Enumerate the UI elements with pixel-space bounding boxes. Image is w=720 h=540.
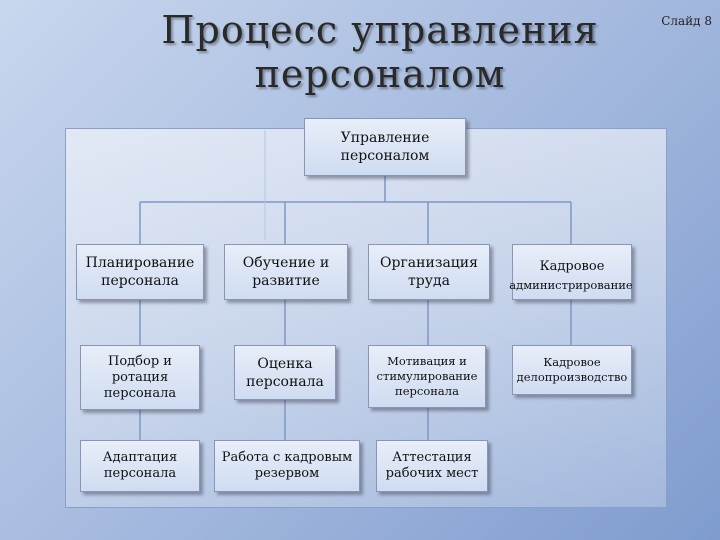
col2-item2-box: Работа с кадровым резервом [214,440,360,492]
col2-item1-box: Оценка персонала [234,345,336,400]
col1-item1-label: Подбор и ротация персонала [103,353,177,401]
col4-head-box: Кадровое [512,244,632,300]
col1-head-label: Планирование персонала [85,255,195,289]
col3-item2-box: Аттестация рабочих мест [376,440,488,492]
col1-item2-label: Адаптация персонала [102,450,178,481]
col4-head-top-label: Кадровое [539,259,605,274]
col3-item2-label: Аттестация рабочих мест [385,450,479,481]
col4-item1-label: Кадровое делопроизводство [516,355,628,384]
col3-item1-label: Мотивация и стимулирование персонала [376,354,478,398]
col2-item1-label: Оценка персонала [246,355,324,390]
col4-head-bottom: администрирование [496,276,646,294]
col1-item2-box: Адаптация персонала [80,440,200,492]
col3-head-box: Организация труда [368,244,490,300]
col2-head-label: Обучение и развитие [242,255,330,289]
root-box: Управление персоналом [304,118,466,176]
col3-item1-box: Мотивация и стимулирование персонала [368,345,486,408]
col1-head-box: Планирование персонала [76,244,204,300]
col4-item1-box: Кадровое делопроизводство [512,345,632,395]
col4-head-bottom-label: администрирование [509,277,633,292]
col2-item2-label: Работа с кадровым резервом [221,450,353,481]
root-label: Управление персоналом [340,130,430,164]
slide-title: Процесс управления персоналом [161,8,599,96]
slide-number: Слайд 8 [661,14,712,28]
col1-item1-box: Подбор и ротация персонала [80,345,200,410]
col2-head-box: Обучение и развитие [224,244,348,300]
col3-head-label: Организация труда [380,255,478,289]
